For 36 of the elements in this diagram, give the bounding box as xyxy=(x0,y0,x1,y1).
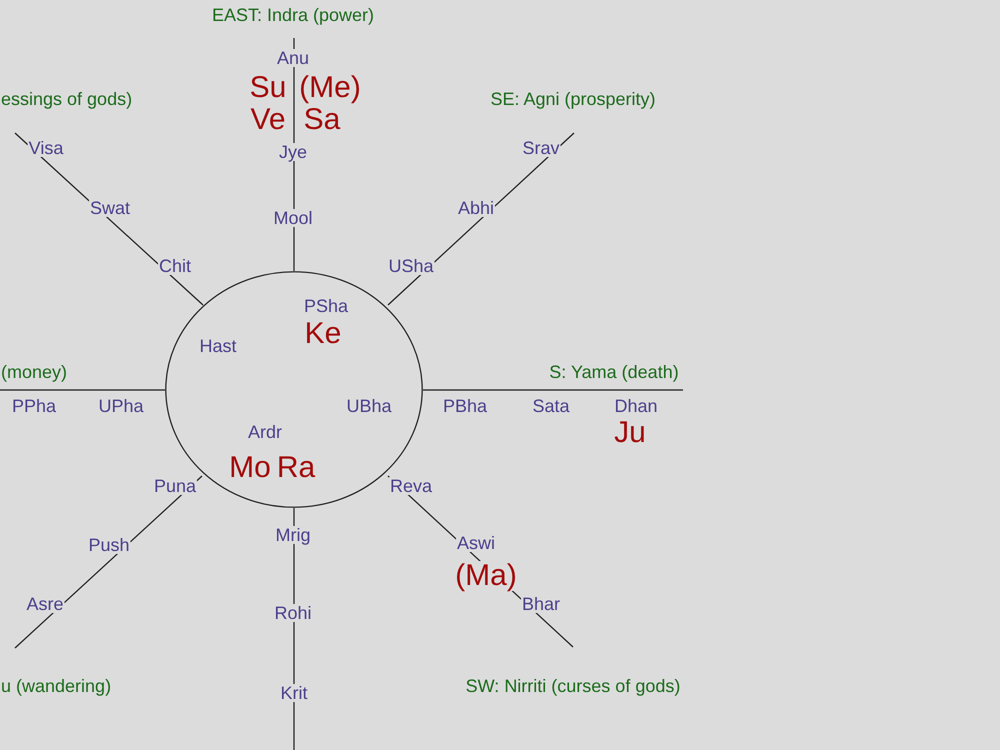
direction-label: SE: Agni (prosperity) xyxy=(489,90,657,108)
nakshatra-label: Krit xyxy=(280,684,308,702)
direction-label: S: Yama (death) xyxy=(548,363,680,381)
nakshatra-label: Reva xyxy=(388,477,434,495)
direction-label: SW: Nirriti (curses of gods) xyxy=(464,677,682,695)
nakshatra-label: Rohi xyxy=(273,604,313,622)
nakshatra-label: Mool xyxy=(272,209,314,227)
nakshatra-label: Asre xyxy=(26,595,64,613)
nakshatra-label: USha xyxy=(387,257,435,275)
nakshatra-label: Sata xyxy=(531,397,571,415)
nakshatra-label: UPha xyxy=(97,397,145,415)
nakshatra-label: Dhan xyxy=(613,397,659,415)
nakshatra-label: Push xyxy=(87,536,131,554)
nakshatra-label: Swat xyxy=(88,199,132,217)
nakshatra-label: Visa xyxy=(28,139,64,157)
nakshatra-label: UBha xyxy=(345,397,393,415)
nakshatra-label: Ardr xyxy=(247,423,283,441)
nakshatra-label: PPha xyxy=(10,397,58,415)
direction-label: (money) xyxy=(0,363,68,381)
nakshatra-label: Puna xyxy=(152,477,198,495)
nakshatra-label: Bhar xyxy=(520,595,562,613)
direction-label: essings of gods) xyxy=(0,90,134,108)
nakshatra-label: Hast xyxy=(198,337,238,355)
nakshatra-label: Chit xyxy=(158,257,192,275)
direction-label: u (wandering) xyxy=(0,677,112,695)
nakshatra-label: Jye xyxy=(278,143,308,161)
planet-label: (Me) xyxy=(298,73,362,103)
nakshatra-label: Anu xyxy=(276,49,310,67)
direction-label: EAST: Indra (power) xyxy=(210,6,376,24)
nakshatra-label: PBha xyxy=(442,397,488,415)
nakshatra-label: Aswi xyxy=(456,534,496,552)
nakshatra-label: Abhi xyxy=(456,199,496,217)
nakshatra-label: Mrig xyxy=(274,526,312,544)
nakshatra-label: Srav xyxy=(522,139,560,157)
planet-label: (Ma) xyxy=(454,561,518,591)
nakshatra-label: PSha xyxy=(302,297,350,315)
